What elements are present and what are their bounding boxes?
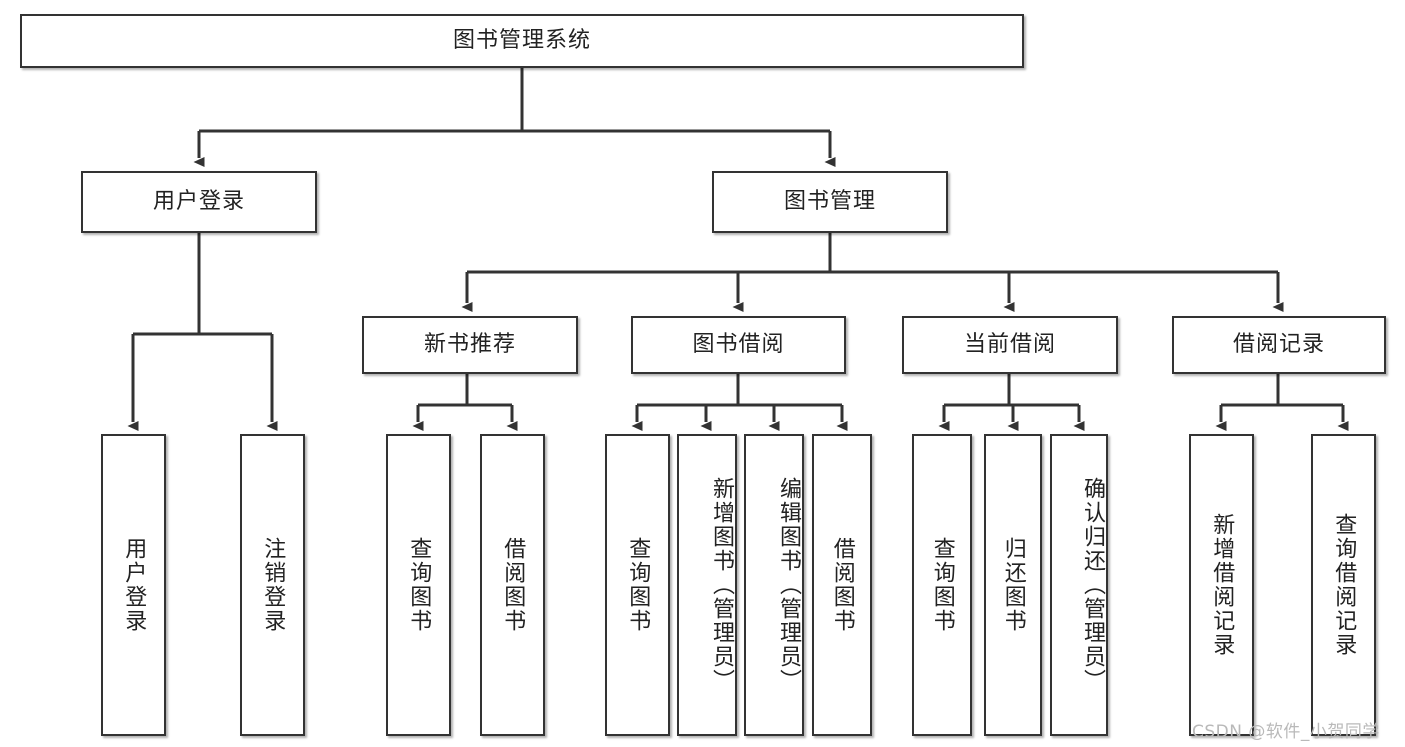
- leaf-query-book-new[interactable]: 查询图书: [386, 434, 451, 736]
- leaf-user-login[interactable]: 用户登录: [101, 434, 166, 736]
- node-user-login[interactable]: 用户登录: [81, 171, 317, 233]
- node-book-borrow[interactable]: 图书借阅: [631, 316, 846, 374]
- leaf-borrow-book[interactable]: 借阅图书: [812, 434, 872, 736]
- node-current-borrow[interactable]: 当前借阅: [902, 316, 1118, 374]
- leaf-return-book[interactable]: 归还图书: [984, 434, 1042, 736]
- leaf-query-borrow-record[interactable]: 查询借阅记录: [1311, 434, 1376, 736]
- leaf-borrow-book-new[interactable]: 借阅图书: [480, 434, 545, 736]
- node-new-book-recommend[interactable]: 新书推荐: [362, 316, 578, 374]
- leaf-edit-book-admin[interactable]: 编辑图书（管理员）: [744, 434, 804, 736]
- csdn-watermark: CSDN @软件_小贺同学: [1192, 722, 1380, 742]
- leaf-query-book-current[interactable]: 查询图书: [912, 434, 972, 736]
- node-root-system[interactable]: 图书管理系统: [20, 14, 1024, 68]
- node-borrow-record[interactable]: 借阅记录: [1172, 316, 1386, 374]
- leaf-logout[interactable]: 注销登录: [240, 434, 305, 736]
- leaf-add-borrow-record[interactable]: 新增借阅记录: [1189, 434, 1254, 736]
- node-book-management[interactable]: 图书管理: [712, 171, 948, 233]
- leaf-confirm-return-admin[interactable]: 确认归还（管理员）: [1050, 434, 1108, 736]
- leaf-query-book-borrow[interactable]: 查询图书: [605, 434, 670, 736]
- leaf-add-book-admin[interactable]: 新增图书（管理员）: [677, 434, 737, 736]
